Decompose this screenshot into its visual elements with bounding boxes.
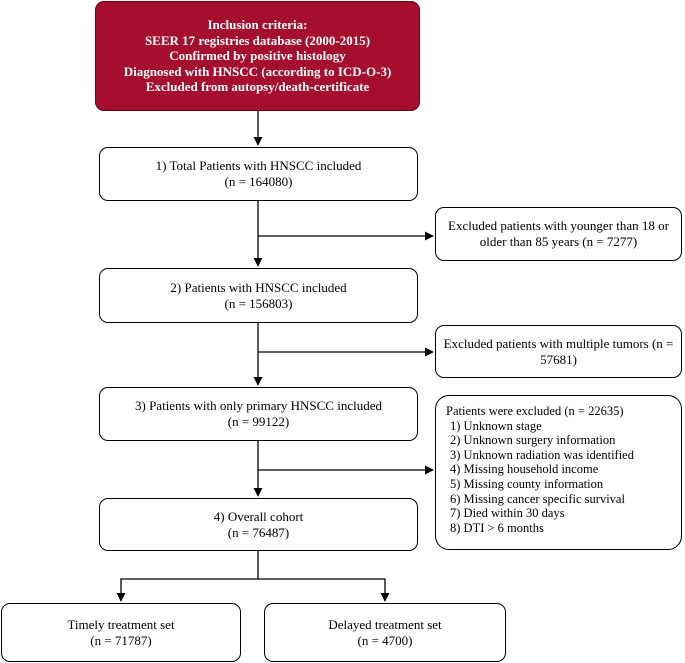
delayed-treatment-label: Delayed treatment set bbox=[328, 616, 442, 632]
timely-treatment-label: Timely treatment set bbox=[67, 616, 175, 632]
criteria-autopsy: Excluded from autopsy/death-certificate bbox=[145, 79, 370, 95]
exclusion-item: 4) Missing household income bbox=[450, 462, 599, 477]
tumor-exclusion-line2: 57681) bbox=[540, 351, 577, 367]
step3-label: 3) Patients with only primary HNSCC incl… bbox=[135, 398, 382, 413]
criteria-diagnosis: Diagnosed with HNSCC (according to ICD-O… bbox=[123, 63, 392, 79]
timely-treatment-box: Timely treatment set (n = 71787) bbox=[1, 603, 241, 662]
inclusion-criteria-box: Inclusion criteria: SEER 17 registries d… bbox=[95, 1, 420, 111]
age-exclusion-line1: Excluded patients with younger than 18 o… bbox=[448, 218, 669, 233]
step2-count: (n = 156803) bbox=[224, 295, 293, 311]
step2-label: 2) Patients with HNSCC included bbox=[170, 279, 347, 295]
exclusion-item: 1) Unknown stage bbox=[450, 418, 542, 433]
split-line bbox=[116, 551, 259, 602]
step1-count: (n = 164080) bbox=[224, 174, 293, 189]
age-exclusion-box: Excluded patients with younger than 18 o… bbox=[435, 207, 682, 261]
delayed-treatment-count: (n = 4700) bbox=[357, 632, 413, 648]
step2-box: 2) Patients with HNSCC included (n = 156… bbox=[99, 268, 418, 323]
criteria-histology: Confirmed by positive histology bbox=[169, 48, 346, 64]
other-exclusion-title: Patients were excluded (n = 22635) bbox=[446, 404, 624, 418]
other-exclusion-box: Patients were excluded (n = 22635) 1) Un… bbox=[435, 395, 682, 550]
exclusion-item: 6) Missing cancer specific survival bbox=[450, 491, 625, 506]
step4-box: 4) Overall cohort (n = 76487) bbox=[99, 498, 418, 551]
exclusion-item: 8) DTI > 6 months bbox=[450, 520, 544, 535]
step1-label: 1) Total Patients with HNSCC included bbox=[155, 158, 362, 173]
delayed-treatment-box: Delayed treatment set (n = 4700) bbox=[264, 603, 506, 662]
exclusion-item: 5) Missing county information bbox=[450, 476, 604, 491]
age-exclusion-line2: older than 85 years (n = 7277) bbox=[479, 234, 638, 249]
step4-label: 4) Overall cohort bbox=[213, 508, 304, 524]
exclusion-item: 3) Unknown radiation was identified bbox=[450, 447, 634, 462]
step4-count: (n = 76487) bbox=[227, 524, 290, 540]
split-line-right bbox=[258, 578, 390, 602]
criteria-heading: Inclusion criteria: bbox=[207, 17, 308, 33]
exclusion-item: 7) Died within 30 days bbox=[450, 506, 565, 521]
step3-count: (n = 99122) bbox=[227, 414, 290, 429]
exclusion-item: 2) Unknown surgery information bbox=[450, 433, 616, 448]
tumor-exclusion-line1: Excluded patients with multiple tumors (… bbox=[443, 335, 674, 351]
timely-treatment-count: (n = 71787) bbox=[90, 632, 152, 648]
tumor-exclusion-box: Excluded patients with multiple tumors (… bbox=[435, 325, 682, 378]
step1-box: 1) Total Patients with HNSCC included (n… bbox=[99, 147, 418, 201]
step3-box: 3) Patients with only primary HNSCC incl… bbox=[99, 387, 418, 441]
criteria-database: SEER 17 registries database (2000-2015) bbox=[144, 32, 371, 48]
